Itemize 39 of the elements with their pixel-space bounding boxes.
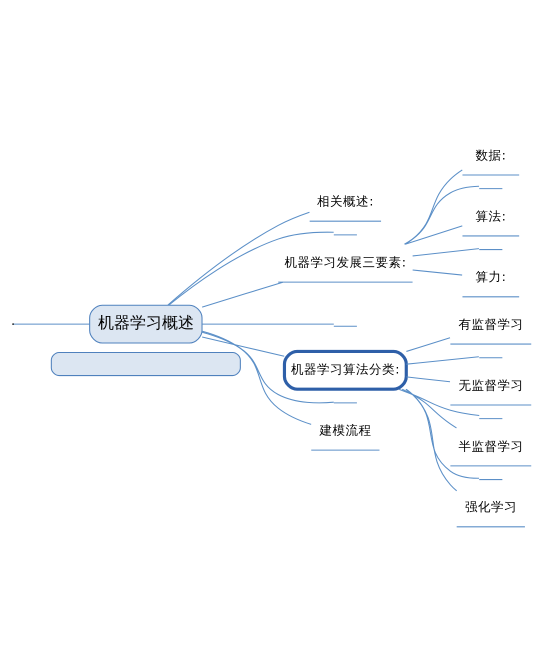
node-text: 相关概述:	[317, 193, 374, 208]
connector	[167, 211, 310, 306]
node-bar	[479, 356, 502, 358]
connector	[404, 224, 462, 244]
node-bar	[334, 325, 357, 326]
connector	[202, 330, 312, 424]
connector	[14, 323, 90, 324]
node-text: 算法:	[476, 208, 506, 223]
node-bar	[334, 234, 357, 235]
connector	[202, 281, 283, 308]
connector	[405, 168, 463, 244]
connector	[406, 356, 479, 364]
node-text: 强化学习	[464, 498, 517, 514]
node-bar	[479, 188, 502, 189]
node-text: 算力:	[476, 268, 506, 284]
connector	[412, 268, 462, 276]
node-box: 机器学习算法分类:	[282, 349, 408, 390]
node-bar	[479, 478, 502, 480]
node-text: 无监督学习	[458, 376, 524, 392]
node-text: 数据:	[476, 146, 506, 162]
connector	[412, 248, 479, 256]
node-box	[50, 351, 241, 376]
node-text: 建模流程	[319, 422, 372, 437]
connector	[202, 331, 334, 403]
connector	[202, 336, 284, 356]
node-text: 半监督学习	[458, 438, 524, 453]
node-text: 机器学习发展三要素:	[284, 254, 406, 269]
connector	[406, 388, 457, 491]
connector	[406, 388, 480, 478]
connector	[404, 185, 480, 244]
connector	[202, 323, 334, 324]
node-bar	[334, 402, 357, 403]
connector	[402, 388, 457, 428]
node-text: 有监督学习	[458, 316, 524, 331]
connector	[406, 336, 450, 352]
node-box: 机器学习概述	[89, 304, 203, 344]
node-bar	[479, 418, 502, 419]
node-bar	[479, 248, 502, 250]
connector	[406, 376, 450, 382]
